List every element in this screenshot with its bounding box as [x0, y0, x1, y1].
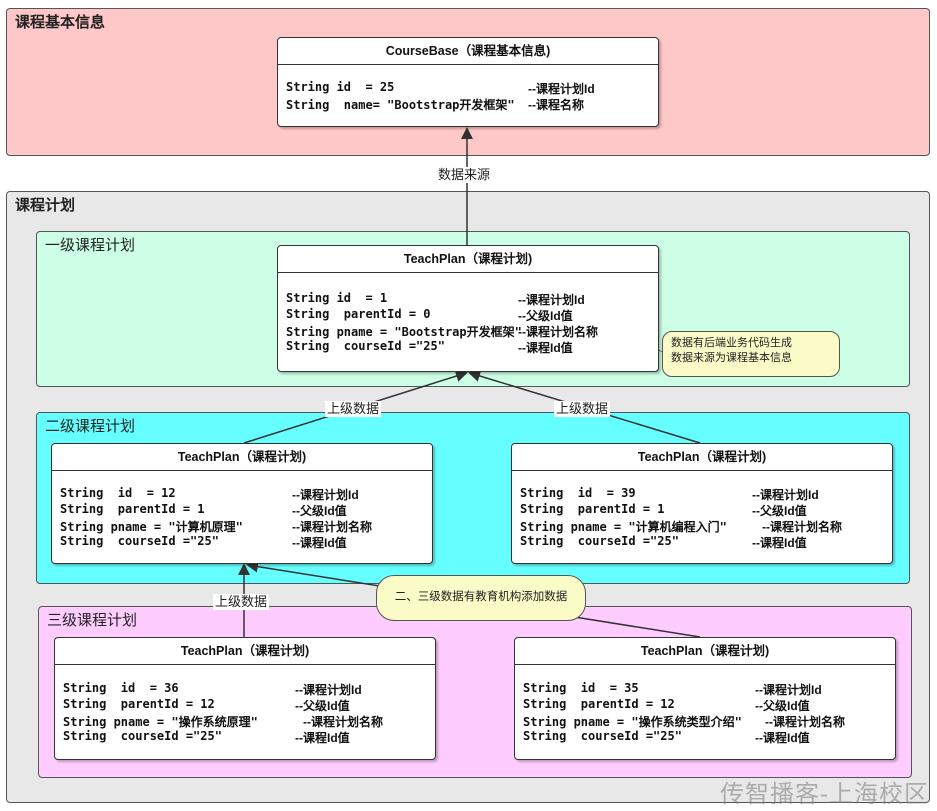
teachplan-field-parentid: String parentId = 1 --父级Id值	[520, 502, 886, 518]
field-code: String pname = "计算机编程入门"	[520, 520, 727, 534]
level3-plan-panel-title: 三级课程计划	[47, 612, 138, 629]
teachplan-field-pname: String pname = "操作系统原理" --课程计划名称	[63, 713, 429, 729]
data-source-label: 数据来源	[436, 167, 493, 183]
level2-plan-panel-title: 二级课程计划	[45, 418, 136, 435]
field-note: --课程计划Id	[518, 293, 585, 307]
field-note: --课程Id值	[755, 731, 810, 745]
course-base-card: CourseBase（课程基本信息) String id = 25 --课程计划…	[277, 37, 659, 127]
field-code: String courseId ="25"	[63, 729, 222, 743]
teachplan-l3-left-card: TeachPlan（课程计划) String id = 36 --课程计划Id …	[54, 637, 436, 760]
field-note: --课程计划Id	[292, 488, 359, 502]
teachplan-field-parentid: String parentId = 12 --父级Id值	[523, 697, 889, 713]
field-code: String courseId ="25"	[286, 339, 445, 353]
field-code: String id = 35	[523, 681, 639, 695]
teachplan-field-courseid: String courseId ="25" --课程Id值	[63, 729, 429, 745]
field-code: String parentId = 0	[286, 307, 431, 321]
teachplan-field-courseid: String courseId ="25" --课程Id值	[523, 729, 889, 745]
field-code: String pname = "操作系统类型介绍"	[523, 715, 742, 729]
teachplan-l2-left-card: TeachPlan（课程计划) String id = 12 --课程计划Id …	[51, 443, 433, 564]
teachplan-field-id: String id = 1 --课程计划Id	[286, 291, 652, 307]
field-note: --课程计划Id	[755, 683, 822, 697]
teachplan-field-pname: String pname = "操作系统类型介绍" --课程计划名称	[523, 713, 889, 729]
teachplan-field-id: String id = 12 --课程计划Id	[60, 486, 426, 502]
teachplan-l3-right-card: TeachPlan（课程计划) String id = 35 --课程计划Id …	[514, 637, 896, 760]
field-code: String name= "Bootstrap开发框架"	[286, 98, 515, 112]
teachplan-field-courseid: String courseId ="25" --课程Id值	[60, 534, 426, 550]
teachplan-field-pname: String pname = "计算机原理" --课程计划名称	[60, 518, 426, 534]
field-code: String id = 25	[286, 80, 395, 94]
teachplan-field-courseid: String courseId ="25" --课程Id值	[286, 339, 652, 355]
field-note: --课程计划Id	[752, 488, 819, 502]
field-code: String id = 36	[63, 681, 179, 695]
field-note: --课程计划名称	[762, 520, 842, 534]
teachplan-field-pname: String pname = "Bootstrap开发框架" --课程计划名称	[286, 323, 652, 339]
teachplan-field-parentid: String parentId = 1 --父级Id值	[60, 502, 426, 518]
teachplan-field-id: String id = 39 --课程计划Id	[520, 486, 886, 502]
field-code: String id = 12	[60, 486, 176, 500]
comment-bottom-text: 二、三级数据有教育机构添加数据	[394, 591, 568, 603]
field-note: --父级Id值	[518, 309, 573, 323]
teachplan-l2-right-card: TeachPlan（课程计划) String id = 39 --课程计划Id …	[511, 443, 893, 564]
teachplan-l1-card-title: TeachPlan（课程计划)	[278, 246, 658, 273]
comment-line-1: 数据有后端业务代码生成	[671, 337, 792, 349]
field-note: --课程计划Id	[295, 683, 362, 697]
field-note: --父级Id值	[755, 699, 810, 713]
teachplan-field-courseid: String courseId ="25" --课程Id值	[520, 534, 886, 550]
field-note: --课程Id值	[295, 731, 350, 745]
field-code: String parentId = 1	[520, 502, 665, 516]
course-base-field-name: String name= "Bootstrap开发框架" --课程名称	[286, 96, 652, 112]
teachplan-l2-left-card-title: TeachPlan（课程计划)	[52, 444, 432, 471]
course-plan-panel-title: 课程计划	[15, 197, 76, 214]
teachplan-field-parentid: String parentId = 0 --父级Id值	[286, 307, 652, 323]
field-note: --课程Id值	[292, 536, 347, 550]
field-code: String courseId ="25"	[60, 534, 219, 548]
field-note: --父级Id值	[295, 699, 350, 713]
field-note: --父级Id值	[752, 504, 807, 518]
field-note: --父级Id值	[292, 504, 347, 518]
field-code: String pname = "计算机原理"	[60, 520, 243, 534]
field-code: String id = 39	[520, 486, 636, 500]
field-note: --课程计划名称	[765, 715, 845, 729]
field-code: String parentId = 12	[523, 697, 675, 711]
teachplan-field-id: String id = 35 --课程计划Id	[523, 681, 889, 697]
field-code: String pname = "操作系统原理"	[63, 715, 258, 729]
teachplan-l3-right-card-title: TeachPlan（课程计划)	[515, 638, 895, 665]
course-base-panel-title: 课程基本信息	[15, 14, 106, 31]
teachplan-l2-right-card-title: TeachPlan（课程计划)	[512, 444, 892, 471]
teachplan-l1-card: TeachPlan（课程计划) String id = 1 --课程计划Id S…	[277, 245, 659, 372]
parent-data-label-right: 上级数据	[554, 401, 611, 417]
teachplan-l3-left-card-title: TeachPlan（课程计划)	[55, 638, 435, 665]
field-note: --课程名称	[528, 98, 584, 112]
comment-institution-added: 二、三级数据有教育机构添加数据	[376, 575, 586, 621]
field-note: --课程计划名称	[303, 715, 383, 729]
field-code: String courseId ="25"	[523, 729, 682, 743]
teachplan-field-id: String id = 36 --课程计划Id	[63, 681, 429, 697]
field-note: --课程计划名称	[292, 520, 372, 534]
parent-data-label-left: 上级数据	[325, 401, 382, 417]
field-code: String parentId = 1	[60, 502, 205, 516]
course-base-card-title: CourseBase（课程基本信息)	[278, 38, 658, 65]
teachplan-field-parentid: String parentId = 12 --父级Id值	[63, 697, 429, 713]
field-code: String id = 1	[286, 291, 388, 305]
comment-line-2: 数据来源为课程基本信息	[671, 352, 792, 364]
watermark: 传智播客-上海校区	[720, 781, 929, 808]
field-code: String parentId = 12	[63, 697, 215, 711]
teachplan-field-pname: String pname = "计算机编程入门" --课程计划名称	[520, 518, 886, 534]
field-note: --课程计划名称	[518, 325, 598, 339]
field-code: String pname = "Bootstrap开发框架"	[286, 325, 522, 339]
field-code: String courseId ="25"	[520, 534, 679, 548]
course-base-field-id: String id = 25 --课程计划Id	[286, 80, 652, 96]
parent-data-label-l3: 上级数据	[213, 594, 270, 610]
field-note: --课程计划Id	[528, 82, 595, 96]
level1-plan-panel-title: 一级课程计划	[45, 237, 136, 254]
comment-backend-generated: 数据有后端业务代码生成 数据来源为课程基本信息	[662, 331, 840, 377]
field-note: --课程Id值	[752, 536, 807, 550]
field-note: --课程Id值	[518, 341, 573, 355]
